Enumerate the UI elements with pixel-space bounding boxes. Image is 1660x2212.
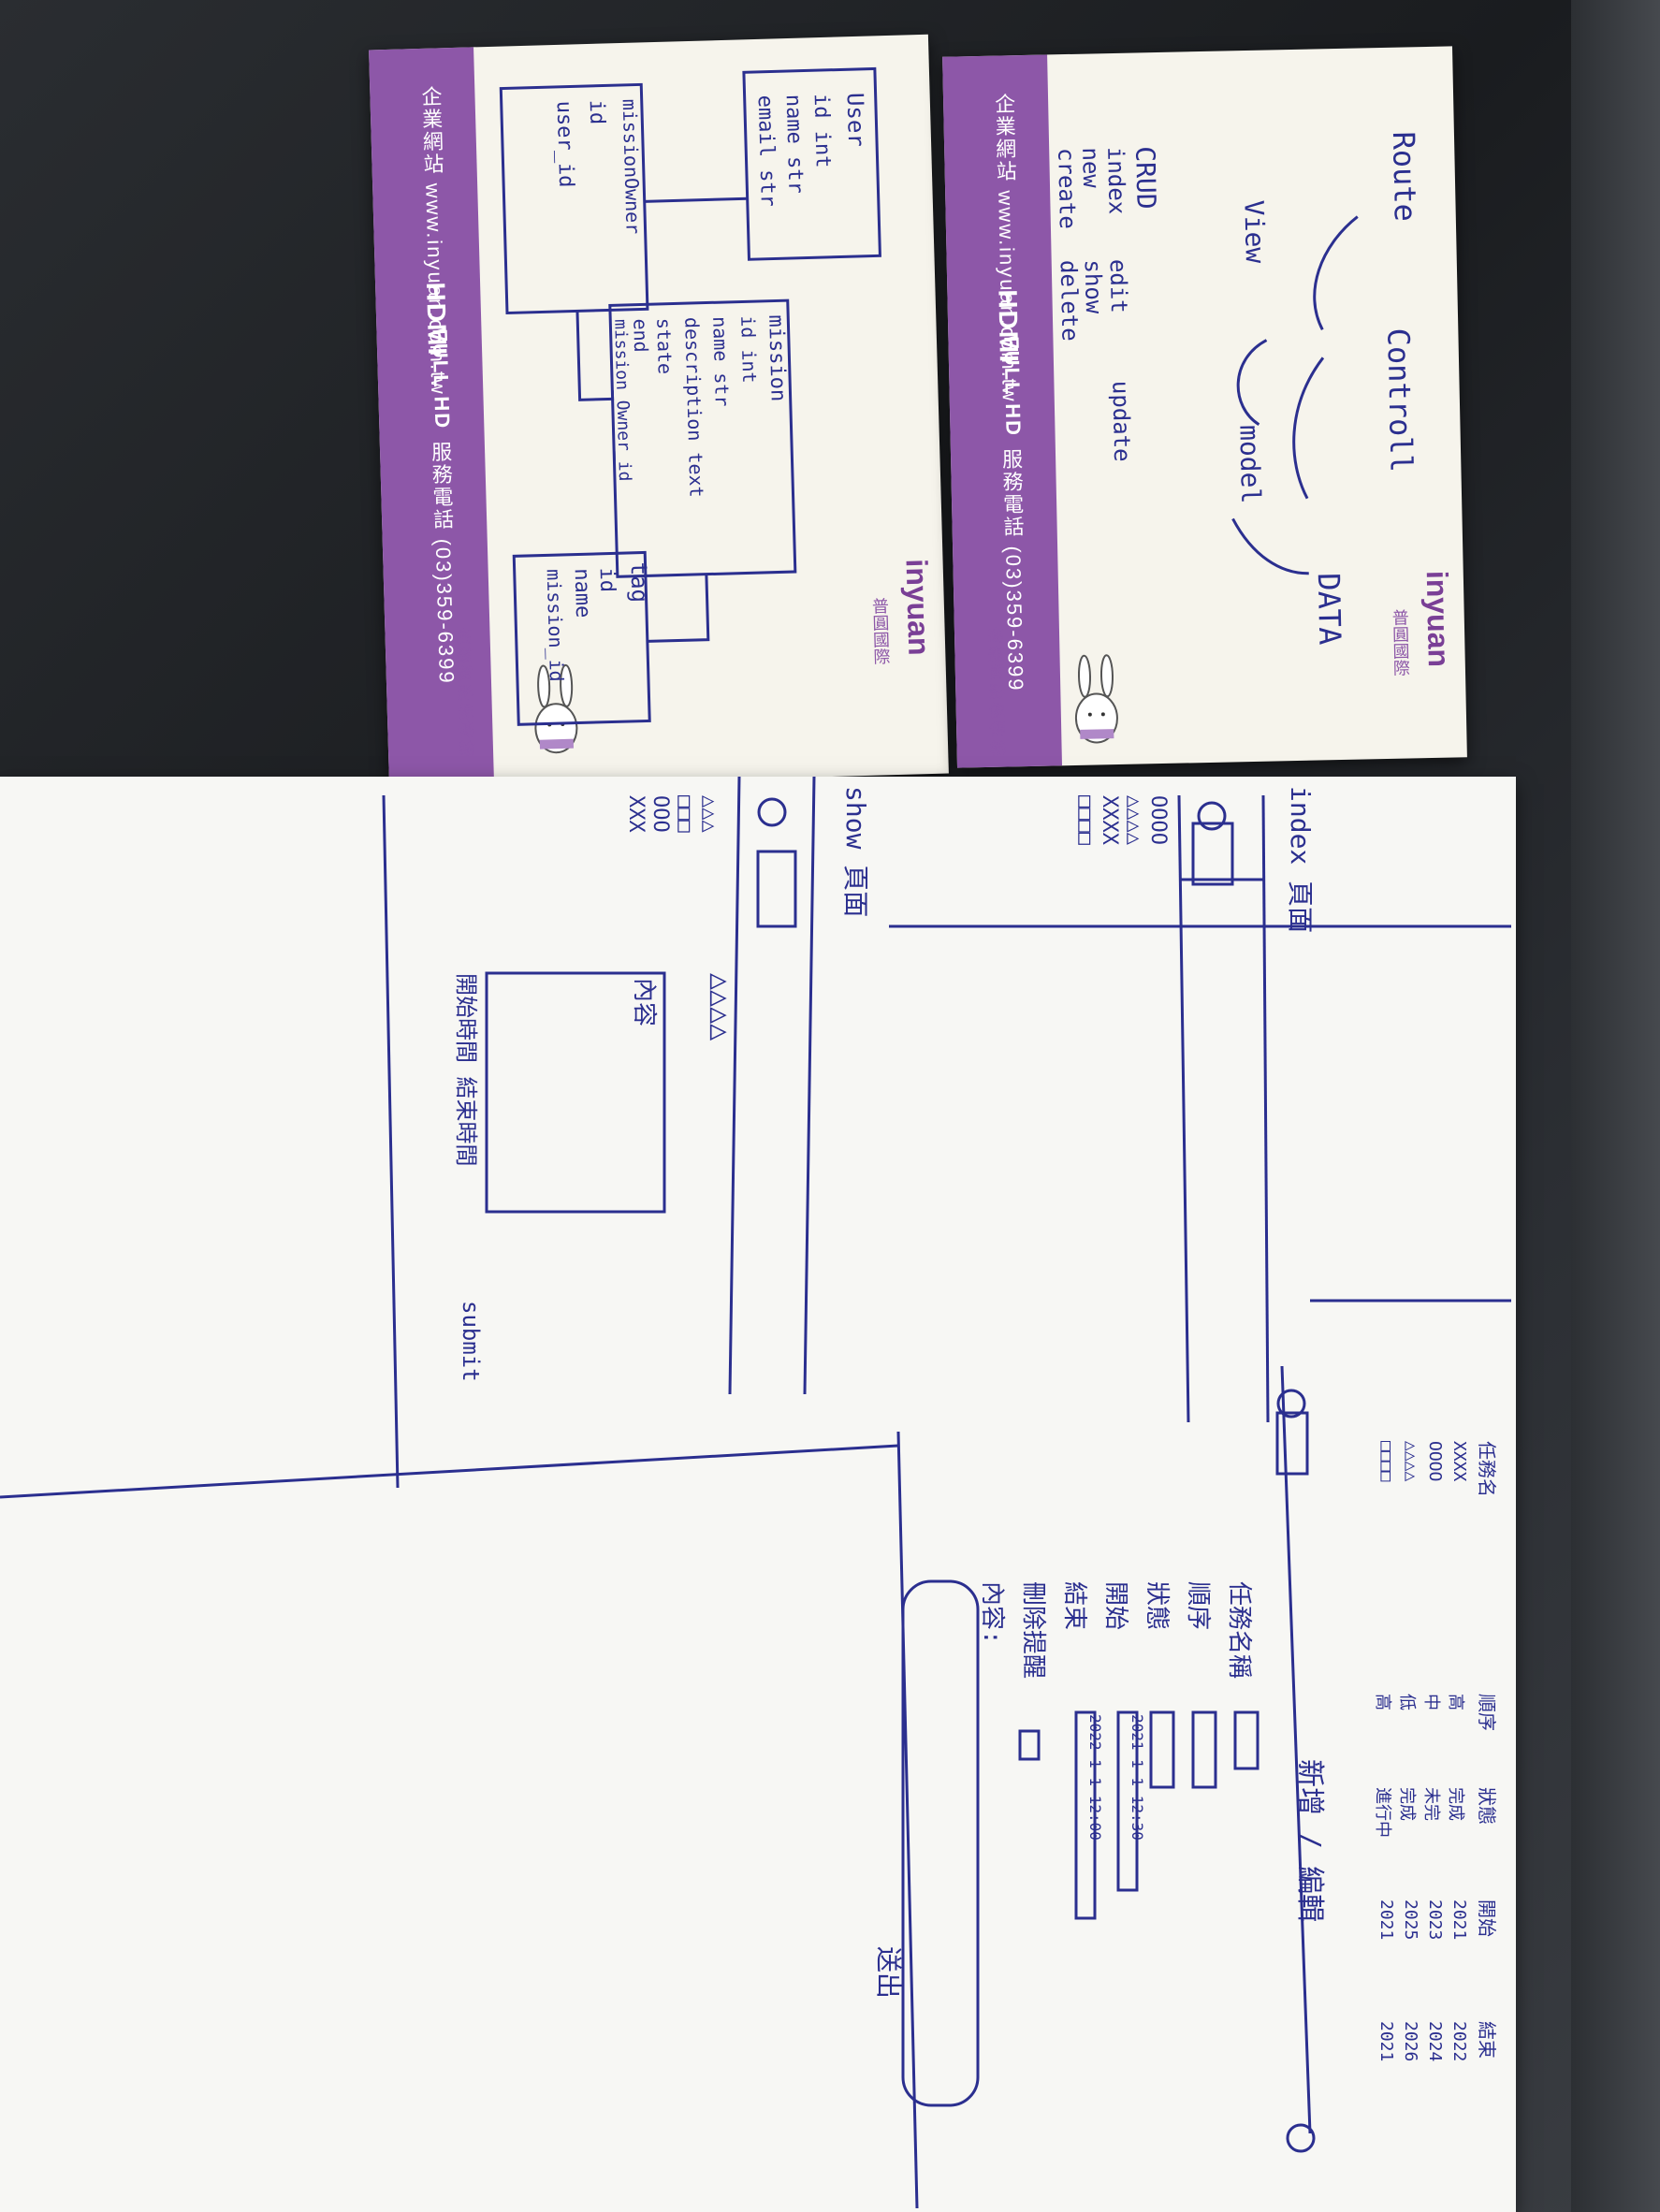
crud-new: new — [1077, 147, 1104, 188]
show-submit-label: submit — [458, 1301, 484, 1382]
list-cell: 2021 — [1449, 1899, 1469, 1941]
list-cell: 2021 — [1376, 2021, 1396, 2062]
crud-show: show — [1080, 259, 1107, 314]
mvc-diagram: Route Controll View model DATA CRUD inde… — [1053, 131, 1423, 646]
form-field-label: 刪除提醒 — [1019, 1581, 1047, 1680]
form-field-label: 開始 — [1101, 1581, 1129, 1631]
user-table-title: User — [842, 93, 870, 148]
mission-field-3: description text — [680, 317, 707, 498]
show-page-title: show 頁面 — [840, 786, 871, 917]
mission-owner-table-title: missionOwner — [619, 98, 645, 234]
mission-field-4: state — [652, 317, 677, 374]
form-field-label: 任務名稱 — [1225, 1581, 1253, 1680]
list-cell: 完成 — [1446, 1787, 1465, 1821]
show-content-label: 內容 — [630, 978, 658, 1026]
form-start-value: 2021-1-1 12:30 — [1129, 1714, 1146, 1841]
tag-field-3: mission_id — [543, 569, 568, 682]
mission-field-1: id int — [736, 315, 761, 384]
tag-field-1: id — [595, 567, 619, 592]
tag-table-title: tag — [625, 561, 652, 603]
wireframe-paper: index 頁面 show 頁面 新增 / 編輯 △△△△ 內容 開始時間 結束… — [0, 777, 1516, 2212]
mission-field-6: mission_Owner_id — [610, 319, 634, 482]
list-cell: 完成 — [1397, 1787, 1417, 1821]
form-field-label: 狀態 — [1143, 1581, 1171, 1631]
list-cell: □□□□ — [1376, 1441, 1396, 1482]
list-cell: 進行中 — [1373, 1787, 1392, 1838]
sticky-note-schema: 企業網站 www.inyuan.com.tw 服務電話 (03)359-6399… — [369, 34, 949, 790]
list-cell: △△△△ — [1401, 1441, 1420, 1482]
desk-edge — [1571, 0, 1660, 2212]
form-end-value: 2022-1-1 12:00 — [1086, 1714, 1104, 1841]
crud-index: index — [1102, 147, 1130, 215]
list-cell: 中 — [1421, 1694, 1441, 1710]
schema-diagram: User id int name str email str missionOw… — [499, 66, 881, 726]
list-cell: 2023 — [1425, 1899, 1445, 1941]
bunny-mascot-icon — [1074, 654, 1118, 744]
list-header-cell: 狀態 — [1476, 1787, 1498, 1825]
form-field-label: 結束 — [1060, 1581, 1088, 1631]
user-field-3: email str — [753, 95, 779, 207]
crud-edit: edit — [1105, 259, 1132, 313]
mission-field-5: end — [629, 318, 652, 353]
show-row: XXX — [624, 795, 648, 833]
index-row: XXXX — [1098, 795, 1121, 845]
user-field-2: name str — [781, 95, 808, 195]
list-cell: XXXX — [1449, 1441, 1469, 1482]
mission-owner-field-2: user_id — [552, 100, 578, 187]
mission-owner-field-1: id — [585, 99, 609, 124]
list-header-cell: 結束 — [1476, 2021, 1498, 2059]
controller-label: Controll — [1380, 327, 1419, 473]
list-cell: OOOO — [1425, 1441, 1445, 1482]
show-times-label: 開始時間 結束時間 — [453, 973, 479, 1166]
wireframe-sketch: index 頁面 show 頁面 新增 / 編輯 △△△△ 內容 開始時間 結束… — [0, 777, 1511, 2209]
data-label: DATA — [1311, 573, 1348, 646]
model-label: model — [1233, 425, 1266, 504]
show-row: □□□ — [673, 795, 696, 833]
list-cell: 未完 — [1421, 1787, 1441, 1821]
list-cell: 高 — [1446, 1694, 1465, 1710]
route-label: Route — [1386, 131, 1423, 222]
sticky-note-mvc: 企業網站 www.inyuan.com.tw 服務電話 (03)359-6399… — [942, 46, 1467, 768]
list-cell: 2026 — [1401, 2021, 1420, 2062]
crud-title: CRUD — [1129, 146, 1161, 210]
list-header-cell: 開始 — [1476, 1899, 1498, 1937]
show-row: △△△ — [697, 795, 721, 833]
list-cell: 高 — [1373, 1694, 1392, 1710]
new-edit-title: 新增 / 編輯 — [1293, 1759, 1326, 1922]
show-triangles: △△△△ — [704, 973, 736, 1041]
show-row: OOO — [648, 795, 672, 833]
form-field-label: 內容: — [978, 1581, 1006, 1645]
list-cell: 2025 — [1401, 1899, 1420, 1941]
list-cell: 低 — [1397, 1694, 1417, 1710]
view-label: View — [1238, 200, 1270, 264]
list-cell: 2022 — [1449, 2021, 1469, 2062]
tag-field-2: name — [570, 568, 594, 618]
crud-create: create — [1053, 148, 1081, 229]
form-field-label: 順序 — [1184, 1581, 1212, 1631]
index-row: △△△△ — [1122, 795, 1145, 845]
list-header-cell: 任務名 — [1476, 1441, 1498, 1497]
mission-table-title: mission — [764, 314, 790, 401]
index-row: □□□□ — [1073, 795, 1097, 845]
index-row: OOOO — [1146, 795, 1170, 845]
list-header-cell: 順序 — [1476, 1694, 1498, 1731]
user-field-1: id int — [809, 94, 835, 168]
index-page-title: index 頁面 — [1285, 786, 1316, 933]
mission-field-2: name str — [708, 316, 734, 407]
form-submit-label: 送出 — [873, 1946, 904, 1999]
list-cell: 2024 — [1425, 2021, 1445, 2062]
list-cell: 2021 — [1376, 1899, 1396, 1941]
crud-delete: delete — [1056, 260, 1084, 342]
crud-update: update — [1107, 381, 1135, 462]
